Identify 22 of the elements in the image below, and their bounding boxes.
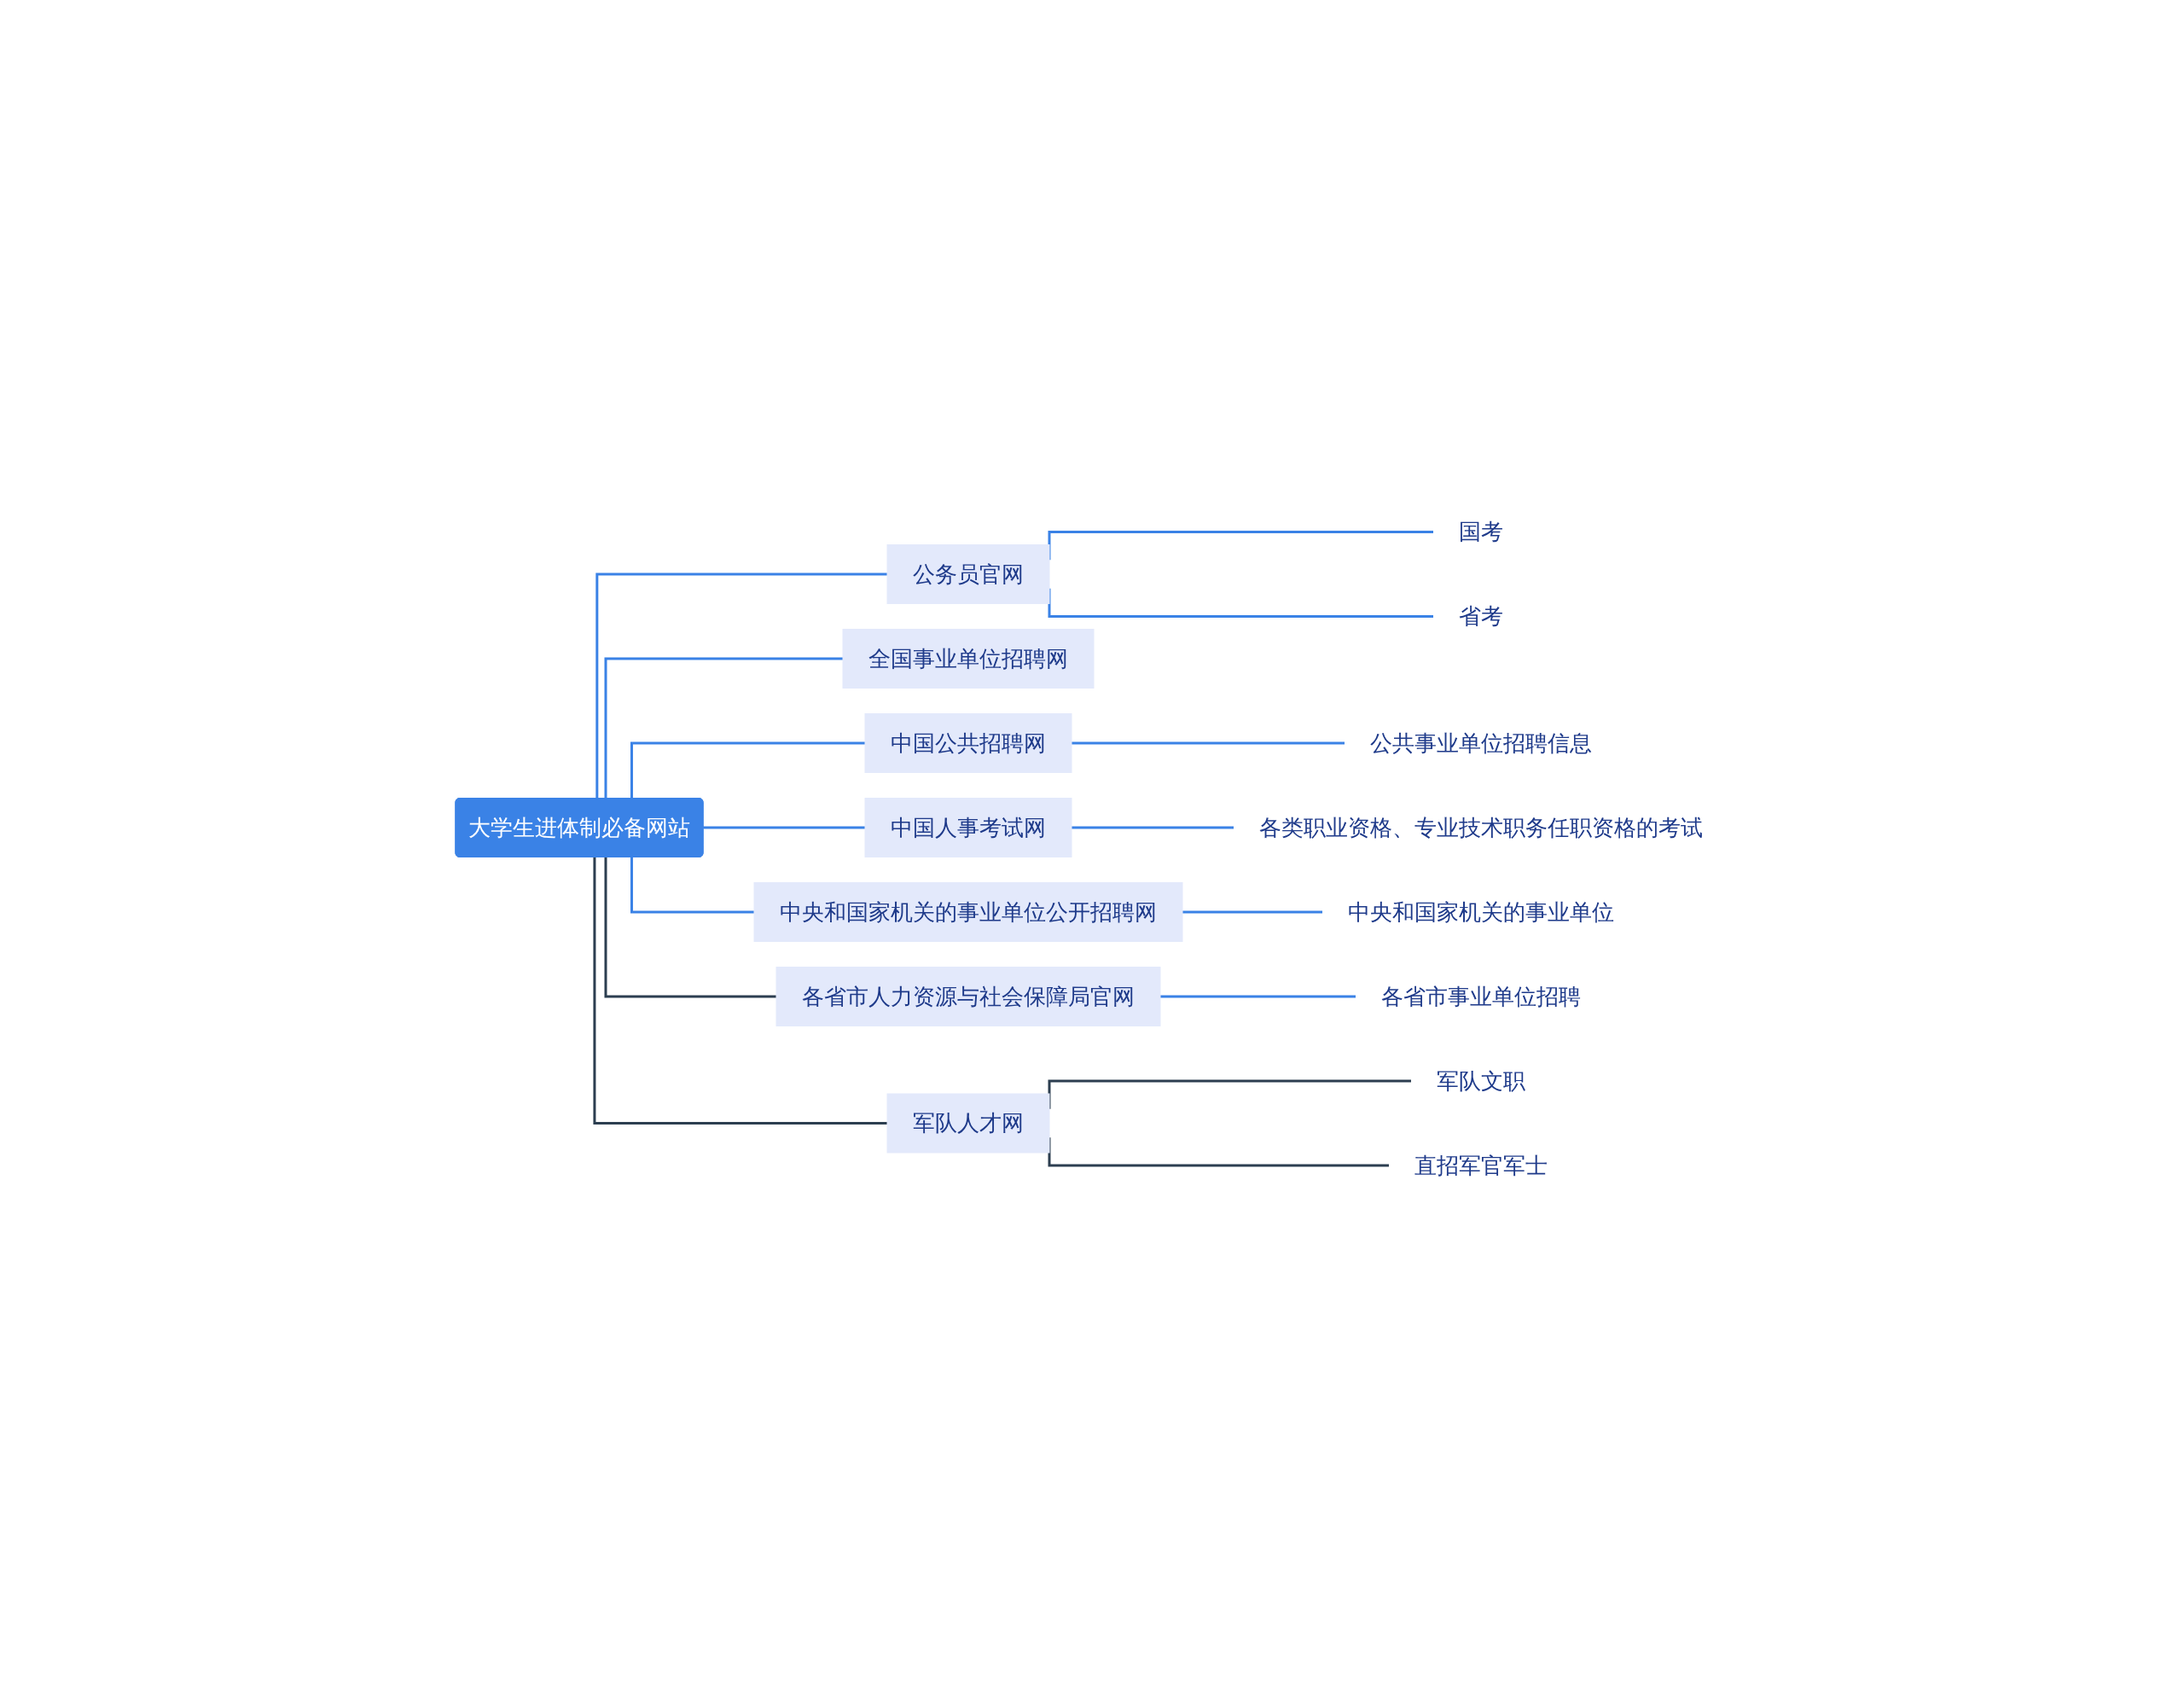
connector <box>702 826 865 829</box>
connector <box>595 572 887 799</box>
node-box: 各省市人力资源与社会保障局官网 <box>775 966 1161 1026</box>
node-box: 军队人才网 <box>886 1093 1050 1154</box>
node-text: 国考 <box>1459 518 1503 544</box>
node-box: 中国人事考试网 <box>864 797 1072 857</box>
connector <box>630 857 754 914</box>
node-text: 公共事业单位招聘信息 <box>1370 729 1592 756</box>
connector <box>593 857 887 1125</box>
node-box: 中国公共招聘网 <box>864 712 1072 773</box>
node-text: 各类职业资格、专业技术职务任职资格的考试 <box>1259 814 1703 840</box>
connector <box>630 741 865 799</box>
node-box: 公务员官网 <box>886 543 1050 604</box>
connector <box>604 857 776 998</box>
node-text: 中央和国家机关的事业单位 <box>1348 898 1614 925</box>
connector <box>604 657 843 799</box>
node-text: 省考 <box>1459 602 1503 629</box>
node-text: 各省市事业单位招聘 <box>1381 983 1581 1009</box>
node-box: 中央和国家机关的事业单位公开招聘网 <box>753 881 1183 942</box>
node-box: 全国事业单位招聘网 <box>842 628 1095 689</box>
node-text: 军队文职 <box>1437 1067 1525 1094</box>
node-text: 直招军官军士 <box>1414 1152 1548 1178</box>
